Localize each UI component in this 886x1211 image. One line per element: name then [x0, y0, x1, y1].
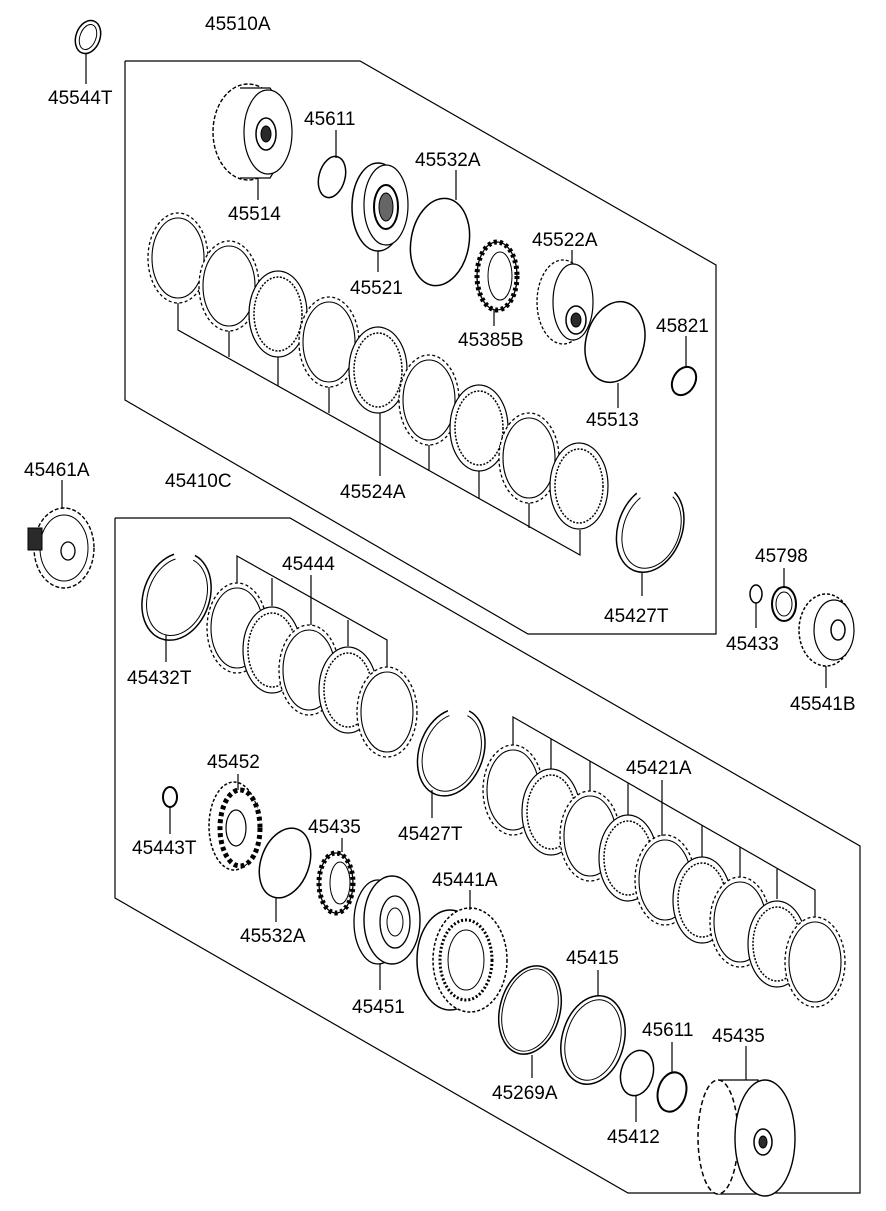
label-45611-lower: 45611 — [642, 1020, 693, 1041]
part-45432T[interactable] — [130, 543, 223, 650]
upper-assembly-outline — [124, 60, 717, 635]
label-45444: 45444 — [282, 554, 335, 575]
label-45532A-upper: 45532A — [415, 150, 481, 171]
part-45443T[interactable] — [162, 786, 178, 808]
part-45611-lower[interactable] — [653, 1069, 690, 1115]
part-45415[interactable] — [551, 989, 634, 1092]
part-45513[interactable] — [576, 295, 653, 389]
label-45412: 45412 — [607, 1127, 660, 1148]
part-labels: 45544T 45510A 45611 45532A 45514 45521 4… — [24, 14, 856, 1148]
label-45532A-lower: 45532A — [240, 926, 306, 947]
label-45452: 45452 — [207, 752, 260, 773]
part-45269A[interactable] — [489, 959, 570, 1061]
part-45452[interactable] — [208, 781, 263, 871]
label-45410C: 45410C — [165, 471, 232, 492]
label-45461A: 45461A — [24, 460, 90, 481]
label-45821: 45821 — [656, 316, 709, 337]
label-45524A: 45524A — [340, 482, 406, 503]
label-45435-upper: 45435 — [308, 817, 361, 838]
label-45541B: 45541B — [790, 694, 856, 715]
label-45443T: 45443T — [132, 838, 197, 859]
label-45427T-lower: 45427T — [398, 824, 463, 845]
part-45412[interactable] — [616, 1047, 659, 1100]
part-45461A[interactable] — [27, 507, 95, 589]
part-45798[interactable] — [771, 586, 797, 622]
label-45521: 45521 — [350, 278, 403, 299]
label-45510A: 45510A — [205, 14, 271, 35]
part-45514[interactable] — [212, 83, 293, 181]
label-45433: 45433 — [726, 634, 779, 655]
label-45435-lower: 45435 — [712, 1026, 765, 1047]
label-45514: 45514 — [228, 204, 281, 225]
part-45433[interactable] — [749, 584, 763, 604]
part-45611-upper[interactable] — [314, 153, 350, 200]
label-45427T-upper: 45427T — [604, 606, 669, 627]
label-45611-upper: 45611 — [304, 109, 355, 130]
part-45532A-lower[interactable] — [250, 821, 320, 905]
part-45427T-upper[interactable] — [605, 478, 695, 582]
part-45522A[interactable] — [536, 259, 594, 345]
lower-assembly-outline — [114, 517, 861, 1194]
label-45385B: 45385B — [458, 330, 524, 351]
label-45415: 45415 — [566, 948, 619, 969]
label-45441A: 45441A — [432, 870, 498, 891]
part-45541B[interactable] — [798, 593, 855, 667]
label-45421A: 45421A — [626, 758, 692, 779]
part-45821[interactable] — [667, 363, 701, 400]
label-45432T: 45432T — [127, 668, 192, 689]
part-45427T-lower[interactable] — [406, 699, 497, 805]
label-45269A: 45269A — [492, 1083, 558, 1104]
part-45532A-upper[interactable] — [404, 194, 476, 291]
label-45522A: 45522A — [532, 230, 598, 251]
clutch-pack-45444[interactable] — [206, 582, 418, 758]
label-45544T: 45544T — [48, 88, 113, 109]
label-45451: 45451 — [352, 997, 405, 1018]
label-45513: 45513 — [586, 410, 639, 431]
part-45435-upper[interactable] — [316, 850, 356, 916]
part-45435-lower[interactable] — [697, 1079, 796, 1197]
part-45544T[interactable] — [71, 17, 105, 57]
part-45451[interactable] — [353, 875, 421, 965]
part-45385B[interactable] — [474, 239, 520, 313]
label-45798: 45798 — [755, 546, 808, 567]
part-45441A[interactable] — [416, 907, 508, 1013]
part-45521[interactable] — [351, 162, 409, 252]
